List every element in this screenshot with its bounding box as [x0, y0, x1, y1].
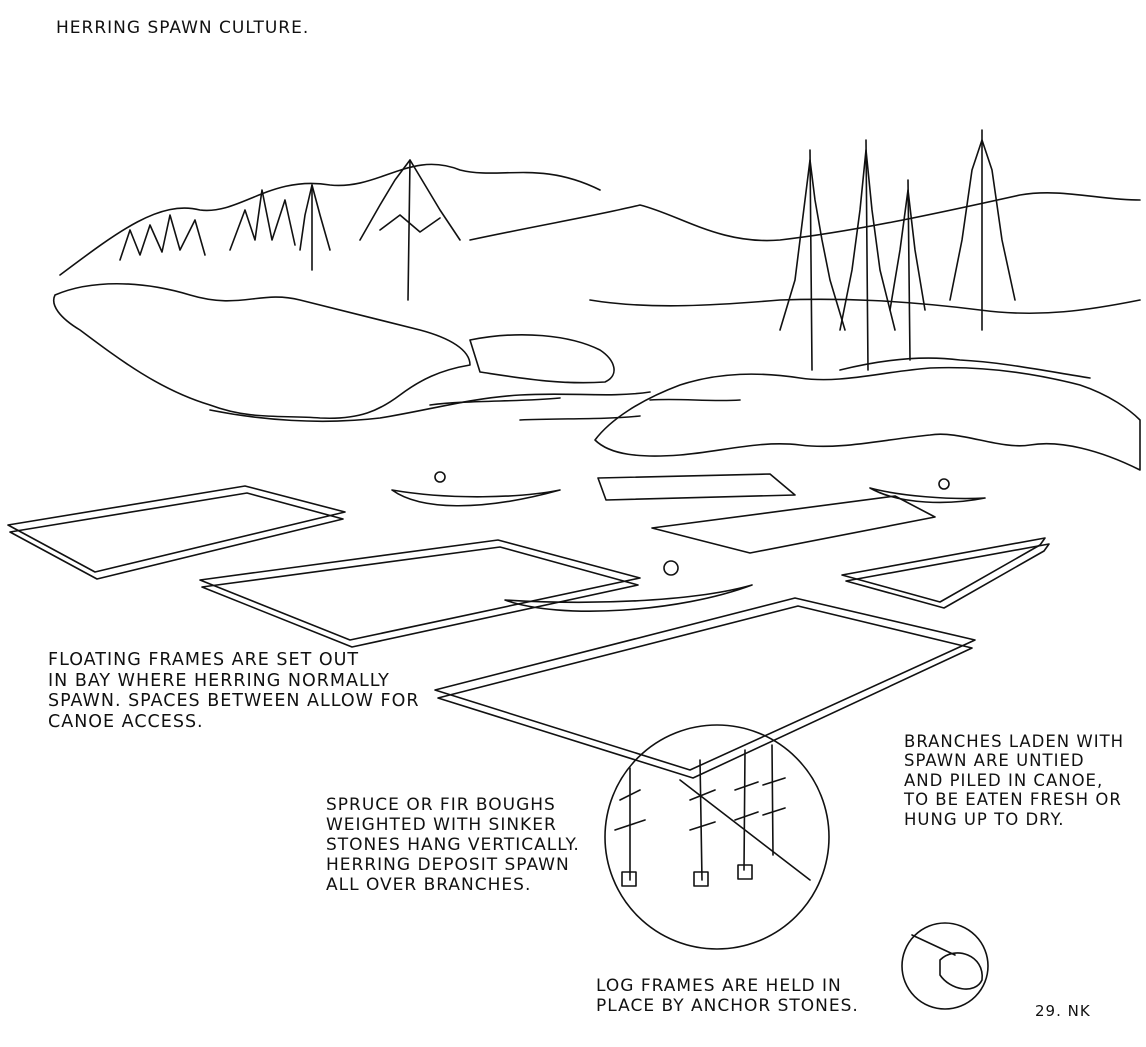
canoe-right — [869, 487, 986, 504]
right-trees — [779, 129, 1016, 371]
artist-signature: 29. NK — [1035, 1002, 1091, 1020]
caption-line: SPAWN ARE UNTIED — [904, 751, 1085, 771]
canoe-back-paddler — [434, 471, 446, 483]
caption-boughs: SPRUCE OR FIR BOUGHS WEIGHTED WITH SINKE… — [326, 795, 580, 895]
caption-line: BRANCHES LADEN WITH — [904, 732, 1125, 751]
log-frame-4 — [651, 495, 936, 554]
right-island — [594, 366, 1141, 471]
bough-detail-circle — [604, 724, 830, 950]
right-grass — [839, 357, 1091, 379]
anchor-stone — [939, 952, 983, 990]
caption-branches: BRANCHES LADEN WITH SPAWN ARE UNTIED AND… — [904, 732, 1124, 829]
left-shoreline — [209, 391, 651, 423]
far-shore-line — [589, 298, 1141, 315]
left-trees — [119, 159, 461, 301]
drawing-title: HERRING SPAWN CULTURE. — [56, 18, 310, 38]
mountain-ridge-left — [59, 163, 601, 276]
caption-line: SPAWN. SPACES BETWEEN ALLOW FOR — [48, 691, 420, 712]
caption-line: FLOATING FRAMES ARE SET OUT — [48, 650, 360, 670]
left-island-rock — [469, 334, 615, 384]
log-frame-1 — [7, 485, 346, 580]
log-frame-2 — [199, 539, 641, 648]
canoe-right-paddler — [938, 478, 950, 490]
caption-anchors: LOG FRAMES ARE HELD IN PLACE BY ANCHOR S… — [596, 976, 859, 1016]
caption-line: TO BE EATEN FRESH OR — [904, 790, 1122, 810]
log-frame-3 — [597, 473, 796, 501]
canoe-back — [391, 489, 561, 507]
mountain-ridge-right — [469, 192, 1141, 242]
caption-line: SPRUCE OR FIR BOUGHS — [326, 795, 556, 815]
caption-line: STONES HANG VERTICALLY. — [326, 835, 580, 856]
caption-line: AND PILED IN CANOE, — [904, 770, 1104, 790]
log-frame-5 — [841, 537, 1050, 609]
caption-line: HUNG UP TO DRY. — [904, 809, 1065, 829]
canoe-middle-person — [663, 560, 679, 576]
caption-line: ALL OVER BRANCHES. — [326, 875, 532, 896]
left-island — [53, 282, 471, 420]
caption-floating-frames: FLOATING FRAMES ARE SET OUT IN BAY WHERE… — [48, 650, 420, 733]
caption-line: PLACE BY ANCHOR STONES. — [596, 996, 859, 1017]
caption-line: LOG FRAMES ARE HELD IN — [596, 976, 842, 996]
caption-line: CANOE ACCESS. — [48, 711, 204, 732]
hanging-boughs — [614, 744, 811, 887]
water-ripples — [429, 397, 741, 421]
caption-line: WEIGHTED WITH SINKER — [326, 815, 557, 836]
caption-line: HERRING DEPOSIT SPAWN — [326, 855, 570, 876]
caption-line: IN BAY WHERE HERRING NORMALLY — [48, 670, 390, 691]
canoe-middle — [504, 584, 753, 612]
anchor-rope — [911, 934, 956, 956]
log-frame-main — [434, 597, 976, 779]
anchor-detail-circle — [901, 922, 989, 1010]
